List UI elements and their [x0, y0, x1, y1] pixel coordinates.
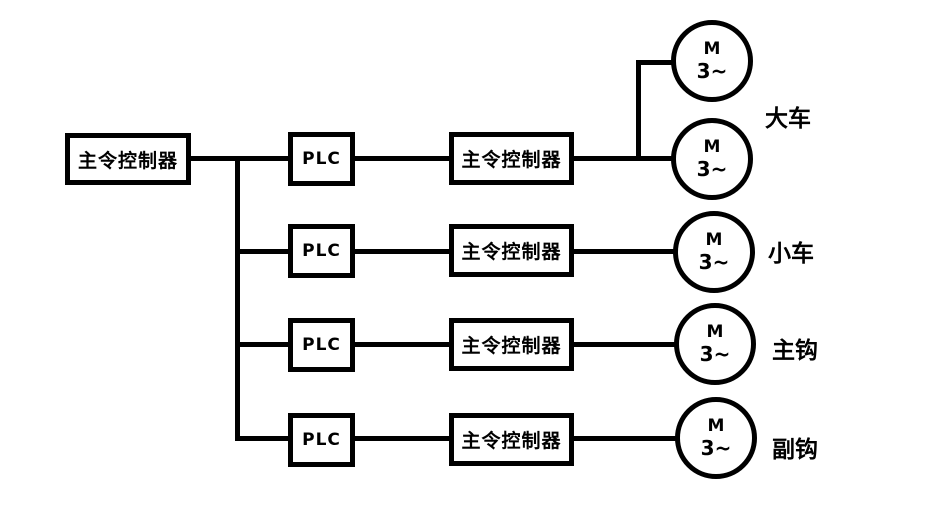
wire-plc-to-controller-row3	[355, 342, 449, 347]
motor-letter: M	[703, 137, 721, 158]
plc-box-row2: PLC	[288, 224, 355, 278]
motor-aux-hook: M 3~	[675, 397, 757, 479]
controller-box-row3: 主令控制器	[449, 318, 574, 371]
motor-phase: 3~	[696, 58, 728, 83]
motor-letter: M	[706, 322, 724, 343]
motor-phase: 3~	[700, 435, 732, 460]
motor-letter: M	[705, 230, 723, 251]
motor-letter: M	[703, 39, 721, 60]
plc-box-row1: PLC	[288, 132, 355, 186]
controller-box-row1: 主令控制器	[449, 132, 574, 185]
wire-trunk-to-row2	[235, 249, 288, 254]
motor-phase: 3~	[698, 249, 730, 274]
plc-label-row3: PLC	[302, 335, 341, 355]
wire-row1-branch-to-upper-motor	[636, 60, 672, 65]
motor-main-hook: M 3~	[674, 303, 756, 385]
controller-label-row4: 主令控制器	[461, 430, 562, 452]
plc-label-row2: PLC	[302, 241, 341, 261]
motor-letter: M	[707, 416, 725, 437]
group-label-aux-hook: 副钩	[772, 437, 818, 463]
controller-box-row4: 主令控制器	[449, 413, 574, 466]
group-label-gantry: 大车	[765, 106, 811, 132]
wire-plc-to-controller-row1	[355, 156, 449, 161]
wire-trunk-to-row3	[235, 342, 288, 347]
controller-box-row2: 主令控制器	[449, 224, 574, 277]
master-controller-label: 主令控制器	[77, 149, 178, 172]
motor-gantry-1: M 3~	[671, 20, 753, 102]
master-controller-box: 主令控制器	[65, 133, 191, 185]
wire-controller-to-motor-row2	[574, 249, 676, 254]
wire-trunk-to-row4	[235, 436, 288, 441]
motor-phase: 3~	[696, 156, 728, 181]
wire-plc-to-controller-row2	[355, 249, 449, 254]
controller-label-row1: 主令控制器	[461, 149, 562, 171]
controller-label-row2: 主令控制器	[461, 241, 562, 263]
plc-box-row3: PLC	[288, 318, 355, 372]
trunk-line	[235, 156, 240, 441]
plc-box-row4: PLC	[288, 413, 355, 467]
group-label-main-hook: 主钩	[772, 338, 818, 364]
wire-plc-to-controller-row4	[355, 436, 449, 441]
plc-label-row1: PLC	[302, 149, 341, 169]
wire-row1-branch-vertical	[636, 60, 641, 161]
motor-phase: 3~	[699, 341, 731, 366]
group-label-trolley: 小车	[768, 241, 814, 267]
plc-label-row4: PLC	[302, 430, 341, 450]
wire-controller-to-motor-row4	[574, 436, 677, 441]
wire-controller-to-motor-row3	[574, 342, 676, 347]
motor-gantry-2: M 3~	[671, 118, 753, 200]
motor-trolley: M 3~	[673, 211, 755, 293]
wire-controller-to-motor-row1	[574, 156, 672, 161]
controller-label-row3: 主令控制器	[461, 335, 562, 357]
